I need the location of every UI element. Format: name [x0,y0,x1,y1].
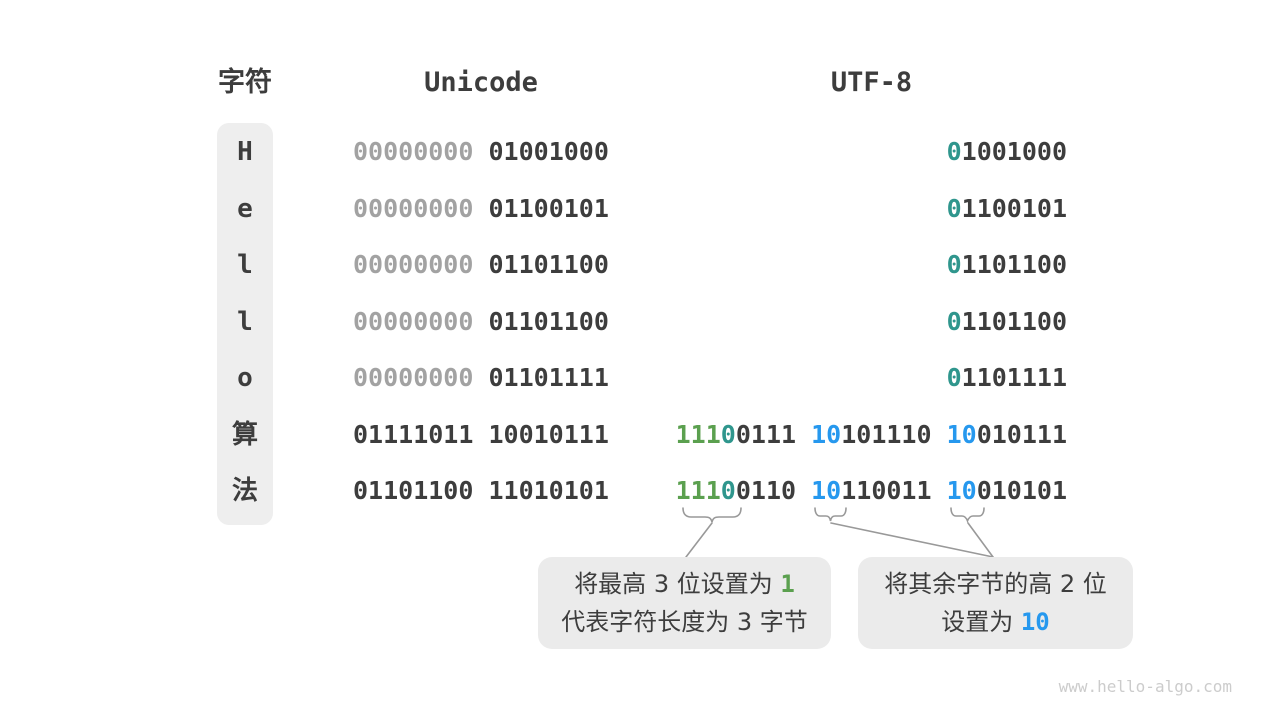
unicode-binary-value: 01101100 11010101 [353,471,613,511]
unicode-binary-value: 00000000 01101111 [353,358,613,398]
text-segment: 1101100 [961,306,1067,336]
text-segment: 101110 [841,419,947,449]
text-segment [473,250,488,279]
character-label: l [237,306,253,337]
utf8-binary-value: 11100111 10101110 10010111 [667,415,1067,455]
text-segment: 10 [811,476,842,505]
text-segment: 1101111 [961,363,1067,392]
unicode-binary-value: 00000000 01001000 [353,132,613,172]
text-segment: 0 [946,193,962,223]
connector-line-byte3 [967,522,994,558]
text-segment: 10 [1020,608,1050,636]
text-segment: 代表字符长度为 3 字节 [561,608,808,636]
character-label: 算 [231,419,258,450]
callout-continuation-bits: 将其余字节的高 2 位设置为 10 [858,557,1133,649]
callout-text-line: 设置为 10 [858,603,1133,641]
text-segment: 00000000 [353,363,474,392]
text-segment: 01100101 [488,193,609,223]
text-segment: 111 [675,476,721,505]
column-header-char: 字符 [218,67,272,98]
unicode-binary-value: 00000000 01101100 [353,245,613,285]
character-column-background [217,123,273,525]
callout-high-bits: 将最高 3 位设置为 1 代表字符长度为 3 字节 [538,557,831,649]
text-segment: 00000000 [353,306,474,336]
text-segment: 0 [946,306,962,336]
column-header-utf8: UTF-8 [830,67,913,98]
text-segment: 110011 [841,476,947,505]
text-segment: 将其余字节的高 2 位 [884,570,1107,598]
text-segment: 1101100 [961,250,1067,279]
unicode-binary-value: 01111011 10010111 [353,415,613,455]
text-segment: 01001000 [488,137,609,166]
text-segment: 01111011 10010111 [353,419,609,449]
callout-text-line: 将最高 3 位设置为 1 [538,565,831,603]
utf8-binary-value: 01101111 [667,358,1067,398]
text-segment: 1100101 [961,193,1067,223]
text-segment: 10 [946,476,977,505]
text-segment: 01101100 [488,306,609,336]
callout-text-line: 代表字符长度为 3 字节 [538,603,831,641]
text-segment: 01101100 [488,250,609,279]
text-segment [473,363,488,392]
connector-line-left [685,522,713,558]
text-segment: 0 [720,476,736,505]
character-label: o [237,363,253,393]
utf8-binary-value: 01001000 [667,132,1067,172]
text-segment: 111 [675,419,721,449]
utf8-binary-value: 01101100 [667,302,1067,342]
text-segment: 0 [946,250,962,279]
text-segment: 0110 [735,476,812,505]
utf8-binary-value: 11100110 10110011 10010101 [667,471,1067,511]
text-segment: 0 [946,363,962,392]
watermark: www.hello-algo.com [1058,677,1232,696]
text-segment: 01101111 [488,363,609,392]
utf8-binary-value: 01100101 [667,189,1067,229]
text-segment: 0 [720,419,736,449]
connector-line-byte2 [830,522,994,558]
text-segment: 0111 [735,419,812,449]
text-segment: 将最高 3 位设置为 [574,570,781,598]
utf8-binary-value: 01101100 [667,245,1067,285]
text-segment: 00000000 [353,193,474,223]
callout-text-line: 将其余字节的高 2 位 [858,565,1133,603]
unicode-binary-value: 00000000 01100101 [353,189,613,229]
column-header-unicode: Unicode [424,67,538,98]
character-label: l [237,250,253,280]
character-label: 法 [231,476,258,506]
text-segment: 设置为 [941,608,1021,636]
text-segment: 01101100 11010101 [353,476,609,505]
text-segment: 1001000 [961,137,1067,166]
text-segment: 00000000 [353,137,474,166]
text-segment: 10 [811,419,842,449]
text-segment: 1 [780,570,795,598]
text-segment: 010111 [976,419,1067,449]
text-segment [473,307,488,336]
text-segment [473,137,488,166]
character-label: H [237,137,253,167]
text-segment: 10 [946,419,977,449]
unicode-binary-value: 00000000 01101100 [353,302,613,342]
text-segment: 0 [946,137,962,166]
character-label: e [237,193,253,224]
text-segment: 010101 [976,476,1067,505]
text-segment: 00000000 [353,250,474,279]
text-segment [473,194,488,223]
